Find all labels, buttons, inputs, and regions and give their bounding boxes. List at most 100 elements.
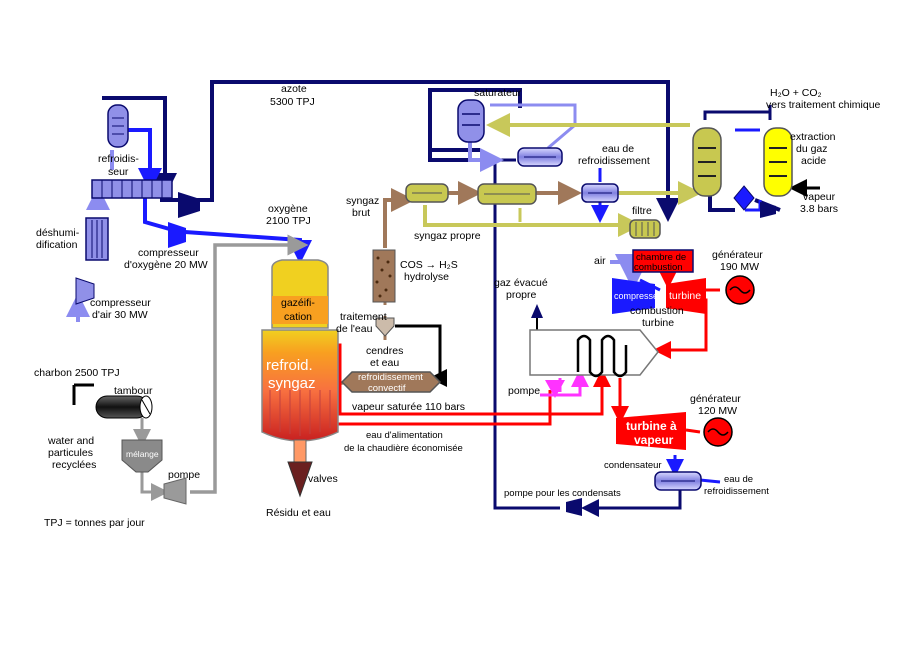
label-refroid-convectif-2: convectif xyxy=(368,383,406,394)
cos-hydrolysis xyxy=(372,249,396,303)
syngas-exchanger-2 xyxy=(477,183,537,205)
refroidisseur-column xyxy=(107,104,129,148)
syngas-exchanger-1 xyxy=(405,183,449,203)
slurry-pump xyxy=(163,477,187,505)
label-refroidisseur-2: seur xyxy=(108,166,129,178)
olive-syngaz-propre xyxy=(423,205,642,237)
label-residu: Résidu et eau xyxy=(266,507,331,519)
label-refroidissement: refroidissement xyxy=(578,155,650,167)
label-refroid-convectif-1: refroidissement xyxy=(358,372,423,383)
navy-condensate-return xyxy=(493,158,560,510)
label-combustion-turbine-2: turbine xyxy=(642,317,674,329)
air-compressor xyxy=(75,277,95,305)
label-pompe-mid: pompe xyxy=(508,385,540,397)
feedwater-pump xyxy=(545,380,565,398)
extraction-vessel-2 xyxy=(763,127,793,197)
label-air: air xyxy=(594,255,606,267)
lavender-sat-top xyxy=(490,103,577,150)
magenta-pump-line xyxy=(540,369,589,397)
label-refroid-syngaz-1: refroid. xyxy=(266,357,313,374)
melange-hopper xyxy=(121,439,163,473)
label-syngaz-brut-1: syngaz xyxy=(346,195,379,207)
water-treatment xyxy=(375,317,395,337)
black-water-line xyxy=(72,383,94,405)
heat-exchanger-top xyxy=(517,147,563,167)
label-vapeur-in-1: vapeur xyxy=(803,191,836,203)
label-turbine-vapeur-1: turbine à xyxy=(626,419,677,433)
extraction-pump xyxy=(760,202,776,218)
label-comp-oxygene-1: compresseur xyxy=(138,247,199,259)
steam-turbine xyxy=(616,412,686,450)
label-pompe-left: pompe xyxy=(168,469,200,481)
label-generateur-190-1: générateur xyxy=(712,249,763,261)
air-separation-block xyxy=(91,179,173,199)
gas-evacue-arrow xyxy=(531,304,543,318)
hrsg-unit xyxy=(529,329,659,378)
saturateur-vessel xyxy=(457,99,485,143)
label-h2o-co2: H₂O + CO₂ xyxy=(770,87,822,99)
navy-h2o-top xyxy=(703,110,770,120)
label-hydrolyse: hydrolyse xyxy=(404,271,449,283)
label-melange: mélange xyxy=(126,449,159,459)
label-chambre-1: chambre de xyxy=(636,252,686,263)
label-compresseur-box: compresseur xyxy=(614,291,666,301)
blue-oxygen-feed xyxy=(184,230,312,264)
extraction-vessel-1 xyxy=(692,127,722,197)
gas-turbine-compressor xyxy=(612,278,655,314)
navy-air-top xyxy=(102,96,177,197)
label-comp-oxygene-2: d'oxygène 20 MW xyxy=(124,259,208,271)
label-generateur-120-2: 120 MW xyxy=(698,405,737,417)
convective-cooler xyxy=(340,371,442,393)
gas-turbine xyxy=(666,278,706,314)
navy-return xyxy=(428,150,470,162)
label-azote: azote xyxy=(281,83,307,95)
label-pompe-condensats: pompe pour les condensats xyxy=(504,488,621,499)
label-charbon: charbon 2500 TPJ xyxy=(34,367,120,379)
label-eau-alim-1: eau d'alimentation xyxy=(366,430,443,441)
label-traitement-1: traitement xyxy=(340,311,387,323)
label-vers-traitement: vers traitement chimique xyxy=(766,99,881,111)
gray-melange-down xyxy=(140,468,169,501)
gray-pump-line xyxy=(190,234,309,494)
label-generateur-190-2: 190 MW xyxy=(720,261,759,273)
label-tpj-legend: TPJ = tonnes par jour xyxy=(44,517,145,529)
cooling-exchanger xyxy=(581,183,619,203)
red-eau-alim xyxy=(281,390,552,433)
label-refroid-syngaz-2: syngaz xyxy=(268,375,316,392)
black-cendres-loop xyxy=(395,324,447,387)
label-syngaz-propre: syngaz propre xyxy=(414,230,481,242)
gasifier-vessel xyxy=(261,259,339,498)
label-gazeification-1: gazéifi- xyxy=(281,297,315,309)
brown-syngaz-up xyxy=(383,188,415,248)
label-combustion-turbine-1: combustion xyxy=(630,305,684,317)
extraction-exchanger xyxy=(733,185,755,211)
label-refroidissement-2: refroidissement xyxy=(704,486,769,497)
red-vap-to-gen xyxy=(685,428,701,434)
filtre-unit xyxy=(629,219,661,239)
label-gaz-evacue-2: propre xyxy=(506,289,537,301)
label-extraction-2: du gaz xyxy=(796,143,828,155)
dehumidifier xyxy=(85,217,109,261)
condensate-pump xyxy=(566,498,582,516)
nitrogen-compressor xyxy=(178,192,200,218)
label-extraction-3: acide xyxy=(801,155,826,167)
label-filtre: filtre xyxy=(632,205,652,217)
navy-saturator-loop xyxy=(428,88,522,152)
label-condensateur: condensateur xyxy=(604,460,662,471)
label-water-3: recyclées xyxy=(52,459,96,471)
oxygen-compressor xyxy=(168,222,186,248)
label-water-2: particules xyxy=(48,447,93,459)
label-cendres-1: cendres xyxy=(366,345,403,357)
label-eau-de-2: eau de xyxy=(724,474,753,485)
label-eau-de: eau de xyxy=(602,143,634,155)
labels: azote 5300 TPJ saturateur H₂O + CO₂ vers… xyxy=(34,83,881,529)
label-extraction-1: extraction xyxy=(790,131,836,143)
label-saturateur: saturateur xyxy=(474,87,522,99)
label-valves: valves xyxy=(308,473,338,485)
condenser xyxy=(654,471,702,491)
label-chambre-2: combustion xyxy=(634,262,683,273)
label-gaz-evacue-1: gaz évacué xyxy=(494,277,548,289)
equipment xyxy=(75,99,793,516)
